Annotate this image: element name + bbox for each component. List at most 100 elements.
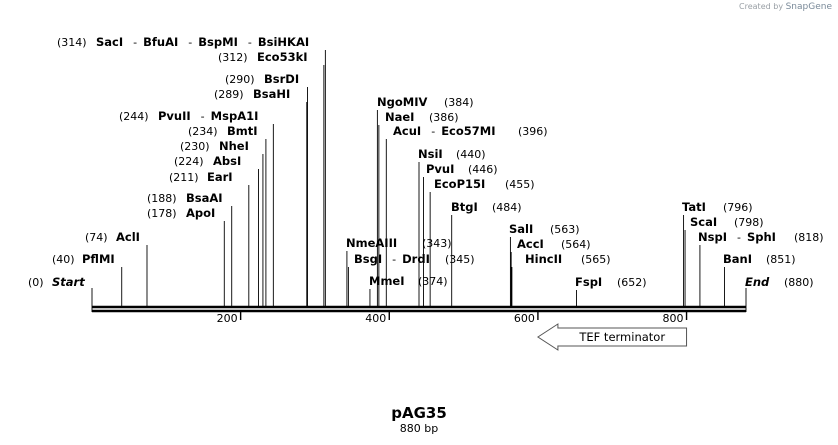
enzyme-mspa1i[interactable]: MspA1I: [211, 109, 259, 123]
site-bsrdi[interactable]: (290)BsrDI: [225, 72, 299, 86]
enzyme-sphi[interactable]: SphI: [747, 230, 776, 244]
dna-backbone: [92, 305, 746, 313]
site-start[interactable]: (0) Start: [28, 275, 85, 289]
brand-name: SnapGene: [785, 2, 832, 12]
site-eco53ki[interactable]: (312)Eco53kI: [218, 50, 308, 64]
site-ngomiv[interactable]: (384)NgoMIV: [377, 95, 474, 109]
site-scai[interactable]: (798)ScaI: [690, 215, 764, 229]
site-position: (178): [147, 207, 177, 220]
enzyme-naei[interactable]: NaeI: [385, 110, 414, 124]
enzyme-bsgi[interactable]: BsgI: [354, 252, 382, 266]
site-eari[interactable]: (211) EarI: [169, 170, 233, 184]
enzyme-ngomiv[interactable]: NgoMIV: [377, 95, 427, 109]
site-acui[interactable]: (396)AcuI-Eco57MI: [393, 124, 548, 138]
site-nspi[interactable]: (818)NspI-SphI: [698, 230, 824, 244]
feature-tef-terminator[interactable]: TEF terminator: [536, 323, 688, 351]
site-position: (224): [174, 155, 204, 168]
site-bsahi[interactable]: (289) BsaHI: [214, 87, 290, 101]
enzyme-acci[interactable]: AccI: [517, 237, 544, 251]
site-apoi[interactable]: (178) ApoI: [147, 206, 215, 220]
enzyme-sali[interactable]: SalI: [509, 222, 533, 236]
enzyme-acui[interactable]: AcuI: [393, 124, 421, 138]
enzyme-fspi[interactable]: FspI: [575, 275, 602, 289]
site-nsii[interactable]: (440)NsiI: [418, 147, 486, 161]
site-tati[interactable]: (796) TatI: [682, 200, 753, 214]
site-acci[interactable]: (564)AccI: [517, 237, 591, 251]
site-position: (796): [723, 201, 753, 214]
site-bsgi[interactable]: (345) BsgI-DrdI: [354, 252, 475, 266]
site-btgi[interactable]: (484) BtgI: [451, 200, 522, 214]
enzyme-nmeaiii[interactable]: NmeAIII: [346, 236, 397, 250]
site-pvuii[interactable]: (244)PvuII-MspA1I: [119, 109, 258, 123]
site-sali[interactable]: (563)SalI: [509, 222, 580, 236]
enzyme-bsaai[interactable]: BsaAI: [186, 191, 223, 205]
site-position: (565): [581, 253, 611, 266]
name-separator: -: [392, 253, 396, 266]
enzyme-eco57mi[interactable]: Eco57MI: [441, 124, 495, 138]
enzyme-bsahi[interactable]: BsaHI: [253, 87, 290, 101]
enzyme-btgi[interactable]: BtgI: [451, 200, 478, 214]
enzyme-tati[interactable]: TatI: [682, 200, 706, 214]
enzyme-absi[interactable]: AbsI: [213, 154, 241, 168]
site-position: (289): [214, 88, 244, 101]
site-position: (484): [492, 201, 522, 214]
feature-arrow[interactable]: [536, 323, 688, 351]
site-acli[interactable]: (74) AclI: [85, 230, 140, 244]
site-hincii[interactable]: (565) HincII: [525, 252, 611, 266]
site-position: (244): [119, 110, 149, 123]
enzyme-apoi[interactable]: ApoI: [186, 206, 215, 220]
enzyme-bfuai[interactable]: BfuAI: [143, 35, 178, 49]
name-separator: -: [188, 36, 192, 49]
site-bsaai[interactable]: (188)BsaAI: [147, 191, 223, 205]
enzyme-start[interactable]: Start: [52, 275, 85, 289]
site-pvui[interactable]: (446)PvuI: [426, 162, 498, 176]
site-position: (211): [169, 171, 199, 184]
site-position: (0): [28, 276, 44, 289]
enzyme-bsihkai[interactable]: BsiHKAI: [258, 35, 309, 49]
enzyme-nhei[interactable]: NheI: [219, 139, 249, 153]
site-absi[interactable]: (224) AbsI: [174, 154, 241, 168]
enzyme-ecop15i[interactable]: EcoP15I: [434, 177, 485, 191]
enzyme-saci[interactable]: SacI: [96, 35, 123, 49]
tick-label: 400: [365, 312, 386, 325]
enzyme-eco53ki[interactable]: Eco53kI: [257, 50, 308, 64]
site-ecop15i[interactable]: (455)EcoP15I: [434, 177, 535, 191]
enzyme-bmti[interactable]: BmtI: [227, 124, 258, 138]
site-bani[interactable]: (851)BanI: [723, 252, 796, 266]
site-position: (74): [85, 231, 108, 244]
enzyme-pvui[interactable]: PvuI: [426, 162, 454, 176]
site-saci[interactable]: (314)SacI-BfuAI-BspMI-BsiHKAI: [57, 35, 309, 49]
enzyme-drdi[interactable]: DrdI: [402, 252, 430, 266]
enzyme-bspmi[interactable]: BspMI: [198, 35, 238, 49]
site-fspi[interactable]: (652)FspI: [575, 275, 647, 289]
site-position: (234): [188, 125, 218, 138]
enzyme-eari[interactable]: EarI: [207, 170, 233, 184]
plasmid-name: pAG35: [391, 404, 447, 422]
site-mmei[interactable]: (374)MmeI: [369, 274, 448, 288]
enzyme-mmei[interactable]: MmeI: [369, 274, 405, 288]
enzyme-end[interactable]: End: [745, 275, 770, 289]
enzyme-acli[interactable]: AclI: [116, 230, 140, 244]
enzyme-scai[interactable]: ScaI: [690, 215, 717, 229]
enzyme-hincii[interactable]: HincII: [525, 252, 562, 266]
brand-prefix: Created by: [739, 2, 784, 11]
site-position: (345): [445, 253, 475, 266]
name-separator: -: [431, 125, 435, 138]
site-position: (818): [794, 231, 824, 244]
site-bmti[interactable]: (234) BmtI: [188, 124, 258, 138]
enzyme-pvuii[interactable]: PvuII: [158, 109, 191, 123]
site-pflmi[interactable]: (40)PflMI: [52, 252, 115, 266]
site-position: (230): [180, 140, 210, 153]
site-end[interactable]: (880)End: [745, 275, 814, 289]
enzyme-nspi[interactable]: NspI: [698, 230, 727, 244]
site-nmeaiii[interactable]: (343)NmeAIII: [346, 236, 452, 250]
site-nhei[interactable]: (230) NheI: [180, 139, 249, 153]
enzyme-nsii[interactable]: NsiI: [418, 147, 443, 161]
enzyme-pflmi[interactable]: PflMI: [82, 252, 115, 266]
site-naei[interactable]: (386)NaeI: [385, 110, 459, 124]
tick-label: 800: [663, 312, 684, 325]
enzyme-bsrdi[interactable]: BsrDI: [264, 72, 299, 86]
enzyme-bani[interactable]: BanI: [723, 252, 752, 266]
